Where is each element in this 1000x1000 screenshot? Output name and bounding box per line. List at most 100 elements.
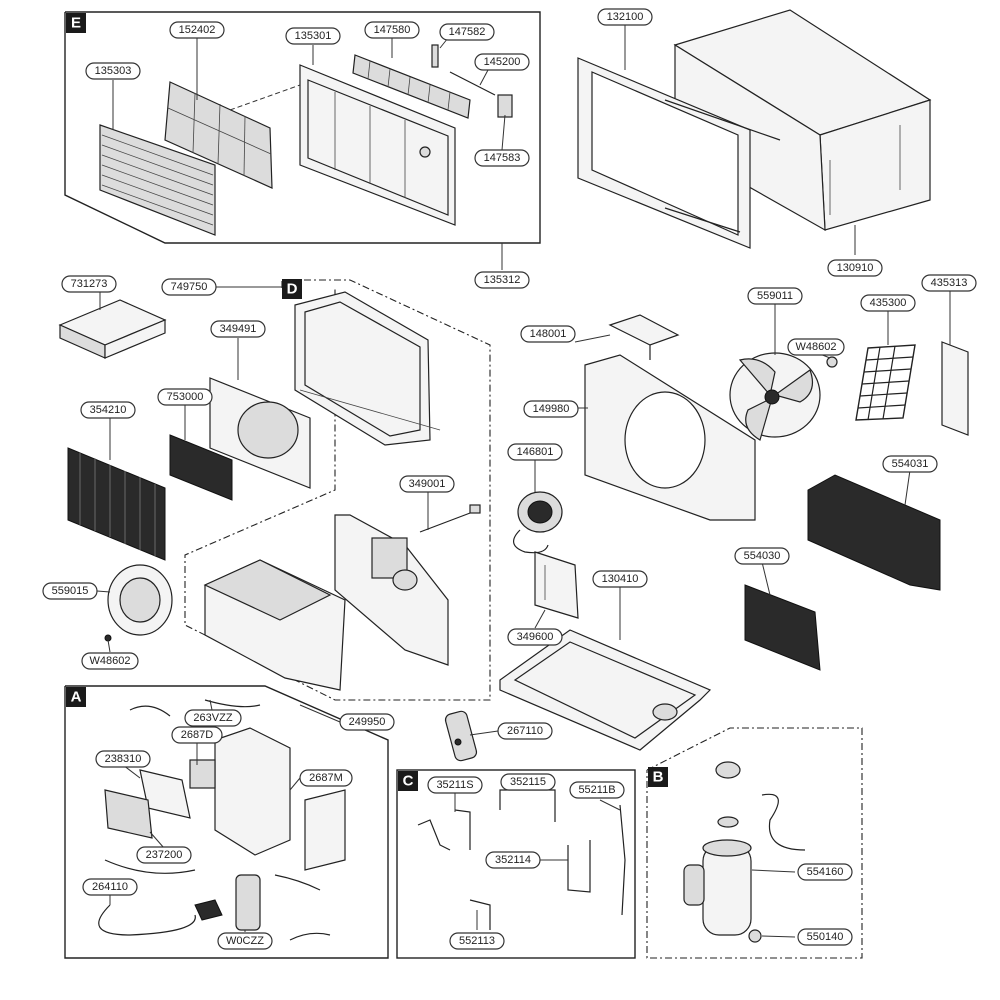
part-label: 249950 xyxy=(339,713,395,731)
svg-text:130410: 130410 xyxy=(602,573,639,585)
capacitor-drawing xyxy=(235,874,261,931)
compressor-drawing xyxy=(683,761,806,943)
svg-text:147580: 147580 xyxy=(374,24,411,36)
part-label: 554031 xyxy=(882,455,938,473)
svg-text:55211B: 55211B xyxy=(578,784,615,796)
part-label: 267110 xyxy=(497,722,553,740)
svg-text:238310: 238310 xyxy=(105,753,142,765)
part-label: 731273 xyxy=(61,275,117,293)
condenser-drawing xyxy=(67,447,166,561)
part-label: W48602 xyxy=(81,652,139,670)
svg-text:267110: 267110 xyxy=(507,725,543,737)
part-label: 264110 xyxy=(82,878,138,896)
part-label: 749750 xyxy=(161,278,217,296)
svg-text:237200: 237200 xyxy=(146,849,183,861)
part-label: 145200 xyxy=(474,53,530,71)
axial-fan-drawing xyxy=(729,352,838,441)
part-label: 147580 xyxy=(364,21,420,39)
svg-text:149980: 149980 xyxy=(533,403,570,415)
part-label: 354210 xyxy=(80,401,136,419)
part-label: 559011 xyxy=(747,287,803,305)
part-label: 135303 xyxy=(85,62,141,80)
bracket-435313-drawing xyxy=(941,341,969,436)
part-label: 237200 xyxy=(136,846,192,864)
part-label: 435313 xyxy=(921,274,977,292)
svg-text:559015: 559015 xyxy=(52,585,89,597)
section-label-c: C xyxy=(398,771,418,791)
part-label: 55211B xyxy=(569,781,625,799)
part-callouts: 135303 152402 135301 147580 147582 14520… xyxy=(42,8,977,950)
svg-text:B: B xyxy=(653,769,664,786)
fan-shroud-drawing xyxy=(584,354,756,521)
coil-554030-drawing xyxy=(744,584,821,671)
svg-text:D: D xyxy=(287,281,298,298)
front-grille-drawing xyxy=(99,124,216,236)
air-filter-drawing xyxy=(164,81,273,189)
svg-text:554160: 554160 xyxy=(807,866,844,878)
svg-text:554030: 554030 xyxy=(744,550,781,562)
svg-text:146801: 146801 xyxy=(517,446,554,458)
part-label: 2687D xyxy=(171,726,223,744)
part-label: 35211S xyxy=(427,776,483,794)
part-label: 263VZZ xyxy=(184,709,242,727)
svg-text:753000: 753000 xyxy=(167,391,204,403)
part-label: 554160 xyxy=(797,863,853,881)
control-box-drawing xyxy=(189,727,346,871)
svg-text:2687D: 2687D xyxy=(181,729,213,741)
svg-text:249950: 249950 xyxy=(349,716,386,728)
blower-wheel-drawing xyxy=(104,564,173,642)
svg-text:C: C xyxy=(403,773,414,790)
svg-text:749750: 749750 xyxy=(171,281,208,293)
section-e-frame xyxy=(64,11,541,244)
section-b-frame xyxy=(646,727,863,959)
svg-text:147583: 147583 xyxy=(484,152,521,164)
svg-text:349491: 349491 xyxy=(220,323,257,335)
svg-text:152402: 152402 xyxy=(179,24,216,36)
svg-text:145200: 145200 xyxy=(484,56,521,68)
part-label: 152402 xyxy=(169,21,225,39)
box-drawing xyxy=(58,299,167,359)
svg-text:435313: 435313 xyxy=(931,277,968,289)
part-label: 149980 xyxy=(523,400,579,418)
leader-lines xyxy=(96,25,951,938)
part-label: 352115 xyxy=(500,773,556,791)
svg-text:130910: 130910 xyxy=(837,262,874,274)
motor-bracket-drawing xyxy=(534,551,579,619)
section-label-e: E xyxy=(66,13,86,33)
remote-drawing xyxy=(444,710,478,762)
svg-text:35211S: 35211S xyxy=(436,779,473,791)
svg-text:354210: 354210 xyxy=(90,404,127,416)
motor-drawing xyxy=(513,491,563,554)
svg-text:147582: 147582 xyxy=(449,26,486,38)
display-board-drawing xyxy=(104,769,191,839)
svg-text:550140: 550140 xyxy=(807,931,844,943)
svg-text:352115: 352115 xyxy=(510,776,546,788)
wires-drawing xyxy=(104,699,331,941)
drain-pan-drawing xyxy=(203,559,346,691)
part-label: 550140 xyxy=(797,928,853,946)
svg-text:148001: 148001 xyxy=(530,328,567,340)
rear-grille-drawing xyxy=(855,344,916,421)
part-label: 554030 xyxy=(734,547,790,565)
part-label: 552113 xyxy=(449,932,505,950)
part-label: 135301 xyxy=(285,27,341,45)
svg-text:559011: 559011 xyxy=(757,290,793,302)
power-cord-drawing xyxy=(98,899,223,936)
upper-housing-drawing xyxy=(294,291,441,446)
part-label: 753000 xyxy=(157,388,213,406)
louver-drawing xyxy=(352,54,471,119)
svg-text:263VZZ: 263VZZ xyxy=(193,712,232,724)
section-label-a: A xyxy=(66,687,86,707)
svg-text:135312: 135312 xyxy=(484,274,521,286)
svg-text:132100: 132100 xyxy=(607,11,644,23)
part-label: 130910 xyxy=(827,259,883,277)
svg-text:352114: 352114 xyxy=(495,854,531,866)
part-label: 147582 xyxy=(439,23,495,41)
svg-text:W48602: W48602 xyxy=(796,341,837,353)
part-label: 135312 xyxy=(474,271,530,289)
part-label: 130410 xyxy=(592,570,648,588)
part-label: 352114 xyxy=(485,851,541,869)
part-label: 349600 xyxy=(507,628,563,646)
part-label: 2687M xyxy=(299,769,353,787)
